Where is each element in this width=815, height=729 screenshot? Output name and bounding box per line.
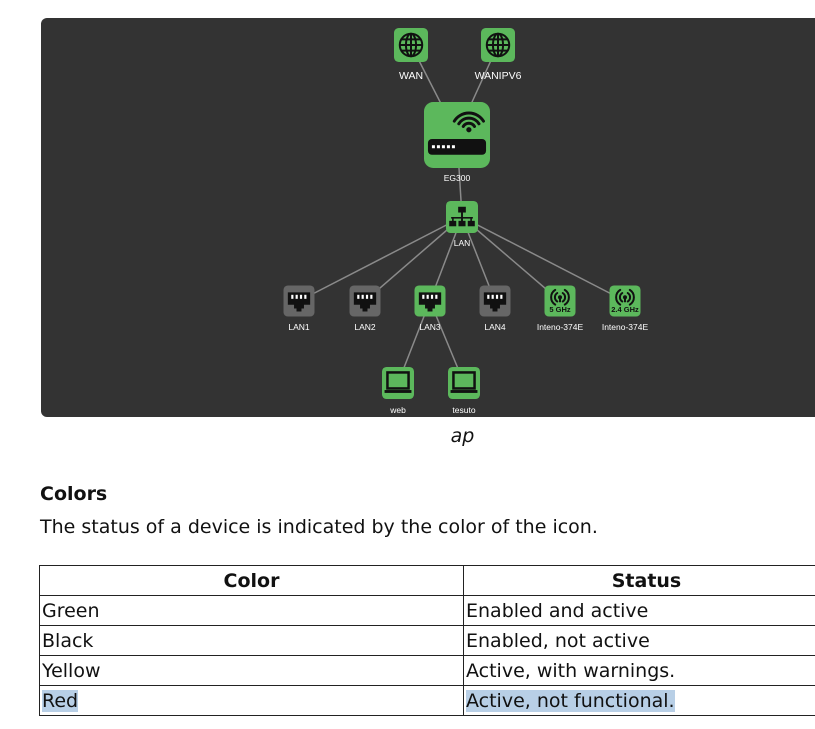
color-cell: Green: [39, 595, 464, 626]
status-text: Enabled, not active: [466, 629, 650, 652]
topology-link: [461, 216, 561, 302]
status-cell: Enabled and active: [463, 595, 815, 626]
color-name: Red: [42, 689, 79, 712]
topology-node-lan[interactable]: LAN: [446, 201, 478, 248]
status-text: Active, not functional.: [466, 689, 675, 712]
topology-node-tesuto[interactable]: tesuto: [448, 367, 480, 415]
color-name: Green: [42, 599, 100, 622]
topology-node-lan3[interactable]: LAN3: [414, 285, 446, 333]
laptop-icon: [448, 367, 480, 399]
figure-caption: ap: [450, 425, 475, 447]
color-cell: Black: [39, 625, 464, 656]
wireless-antenna-icon: 5 GHz: [544, 285, 576, 317]
color-status-table: Color Status Green Enabled and active Bl…: [39, 565, 815, 716]
band-label: 5 GHz: [549, 305, 571, 314]
column-header-color: Color: [39, 565, 464, 596]
section-intro: The status of a device is indicated by t…: [40, 516, 598, 538]
table-row: Red Active, not functional.: [39, 685, 815, 716]
node-label: LAN2: [354, 322, 376, 332]
globe-icon: [394, 28, 428, 62]
globe-icon: [481, 28, 515, 62]
topology-node-wanipv6[interactable]: WANIPV6: [475, 28, 522, 82]
node-label: tesuto: [452, 405, 475, 415]
wireless-antenna-icon: 2.4 GHz: [609, 285, 641, 317]
color-cell: Red: [39, 685, 464, 716]
node-label: EG300: [444, 173, 471, 183]
topology-node-eg300[interactable]: EG300: [424, 102, 490, 183]
node-label: LAN4: [484, 322, 506, 332]
network-switch-icon: [446, 201, 478, 233]
status-cell: Enabled, not active: [463, 625, 815, 656]
table-row: Yellow Active, with warnings.: [39, 655, 815, 686]
status-text: Active, with warnings.: [466, 659, 676, 682]
status-cell: Active, not functional.: [463, 685, 815, 716]
node-label: Inteno-374E: [602, 322, 649, 332]
node-label: WANIPV6: [475, 70, 522, 82]
topology-link: [298, 216, 463, 302]
band-label: 2.4 GHz: [611, 305, 639, 314]
table-row: Green Enabled and active: [39, 595, 815, 626]
status-text: Enabled and active: [466, 599, 649, 622]
column-header-status: Status: [463, 565, 815, 596]
topology-node-wan[interactable]: WAN: [394, 28, 428, 82]
ethernet-port-icon: [283, 285, 315, 317]
status-cell: Active, with warnings.: [463, 655, 815, 686]
color-cell: Yellow: [39, 655, 464, 686]
node-label: web: [389, 405, 406, 415]
laptop-icon: [382, 367, 414, 399]
topology-node-lan2[interactable]: LAN2: [349, 285, 381, 333]
topology-node-web[interactable]: web: [382, 367, 414, 415]
topology-node-lan4[interactable]: LAN4: [479, 285, 511, 333]
node-label: WAN: [399, 70, 423, 82]
ethernet-port-icon: [349, 285, 381, 317]
ethernet-port-icon: [414, 285, 446, 317]
color-name: Yellow: [42, 659, 101, 682]
node-label: Inteno-374E: [537, 322, 584, 332]
node-label: LAN: [454, 238, 471, 248]
topology-link: [364, 216, 463, 302]
topology-link: [461, 216, 626, 302]
color-name: Black: [42, 629, 94, 652]
section-title: Colors: [40, 483, 108, 505]
node-label: LAN3: [419, 322, 441, 332]
table-header-row: Color Status: [39, 565, 815, 596]
table-row: Black Enabled, not active: [39, 625, 815, 656]
ethernet-port-icon: [479, 285, 511, 317]
node-label: LAN1: [288, 322, 310, 332]
topology-node-lan1[interactable]: LAN1: [283, 285, 315, 333]
router-wifi-icon: [424, 102, 490, 168]
